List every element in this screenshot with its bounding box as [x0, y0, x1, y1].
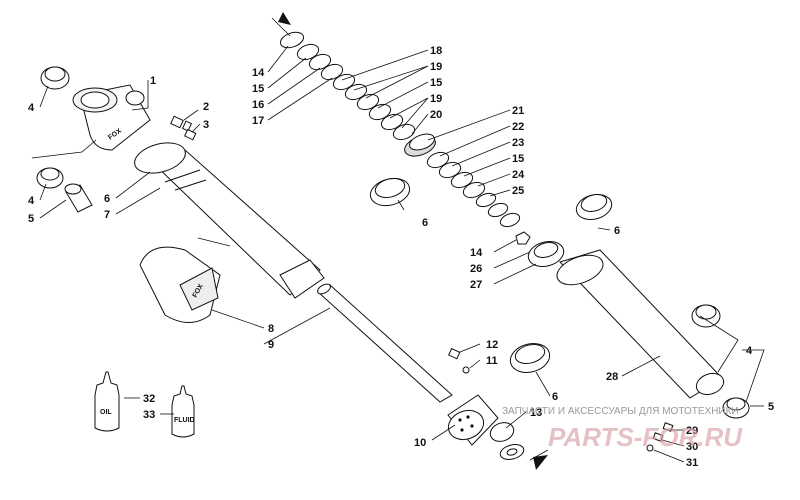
callout-12: 12: [486, 339, 498, 351]
callout-14: 14: [470, 247, 483, 259]
seal-ring-right-part: [575, 194, 613, 220]
callout-6: 6: [614, 225, 620, 237]
callout-20: 20: [430, 109, 442, 121]
callout-31: 31: [686, 457, 698, 469]
reservoir-body-part: [134, 142, 325, 299]
watermark-logo: PARTS-FOR.RU: [548, 422, 743, 452]
callout-10: 10: [414, 437, 426, 449]
callout-11: 11: [486, 355, 498, 367]
callout-6: 6: [552, 391, 558, 403]
callout-9: 9: [268, 339, 274, 351]
callout-15: 15: [252, 83, 264, 95]
bottom-washer-part: [499, 444, 525, 460]
reservoir-sleeve-part: FOX: [139, 246, 221, 323]
callout-32: 32: [143, 393, 155, 405]
bushing-lower-left-part: [36, 167, 64, 189]
triangle-arrow-icon: [278, 12, 291, 25]
callout-3: 3: [203, 119, 209, 131]
shock-body-part: [556, 249, 725, 399]
callout-15: 15: [430, 77, 442, 89]
callout-4: 4: [28, 195, 35, 207]
callout-7: 7: [104, 209, 110, 221]
callout-4: 4: [746, 345, 753, 357]
seal-ring-bottom-part: [509, 343, 551, 373]
shock-shaft-part: [317, 283, 453, 403]
valve-cap-part: [184, 128, 197, 141]
oil-bottle-label: OIL: [100, 409, 112, 416]
schrader-valve-part: [170, 115, 193, 132]
fluid-bottle-part: FLUID: [171, 385, 195, 438]
seal-head-part: [527, 241, 565, 267]
callout-5: 5: [768, 401, 774, 413]
watermark-tagline: ЗАПЧАСТИ И АКСЕССУАРЫ ДЛЯ МОТОТЕХНИКИ: [502, 406, 739, 417]
shim-stack-part: [279, 31, 531, 245]
callout-29: 29: [686, 425, 698, 437]
reservoir-cap-part: FOX: [72, 84, 151, 151]
callout-2: 2: [203, 101, 209, 113]
bushing-right-upper-part: [691, 304, 721, 328]
callout-numbers: 1 2 3 4 4 5 6 7 8 9 10 12 11 13 6 14 15 …: [28, 45, 774, 469]
callout-4: 4: [28, 102, 35, 114]
bleed-screw-part: [448, 347, 470, 374]
callout-13: 13: [530, 407, 542, 419]
callout-18: 18: [430, 45, 442, 57]
seal-ring-center-part: [369, 177, 411, 207]
oil-bottle-part: OIL: [94, 371, 120, 432]
callout-33: 33: [143, 409, 155, 421]
callout-6: 6: [422, 217, 428, 229]
small-fittings-part: [646, 422, 674, 452]
callout-27: 27: [470, 279, 482, 291]
bushing-right-lower-part: [722, 397, 750, 419]
watermark: ЗАПЧАСТИ И АКСЕССУАРЫ ДЛЯ МОТОТЕХНИКИ PA…: [502, 406, 743, 452]
callout-19: 19: [430, 61, 442, 73]
callout-26: 26: [470, 263, 482, 275]
spacer-lower-left-part: [64, 183, 93, 213]
callout-30: 30: [686, 441, 698, 453]
callout-21: 21: [512, 105, 524, 117]
callout-6: 6: [104, 193, 110, 205]
callout-25: 25: [512, 185, 524, 197]
leader-lines: [31, 45, 765, 463]
end-cap-part: [447, 394, 515, 446]
callout-5: 5: [28, 213, 34, 225]
callout-23: 23: [512, 137, 524, 149]
callout-14: 14: [252, 67, 265, 79]
callout-8: 8: [268, 323, 274, 335]
callout-16: 16: [252, 99, 264, 111]
callout-15: 15: [512, 153, 524, 165]
callout-17: 17: [252, 115, 264, 127]
fluid-bottle-label: FLUID: [174, 417, 195, 424]
callout-1: 1: [150, 75, 156, 87]
triangle-arrow-icon: [533, 455, 548, 470]
callout-24: 24: [512, 169, 525, 181]
callout-28: 28: [606, 371, 618, 383]
callout-22: 22: [512, 121, 524, 133]
bushing-top-left-part: [40, 66, 70, 90]
callout-19: 19: [430, 93, 442, 105]
